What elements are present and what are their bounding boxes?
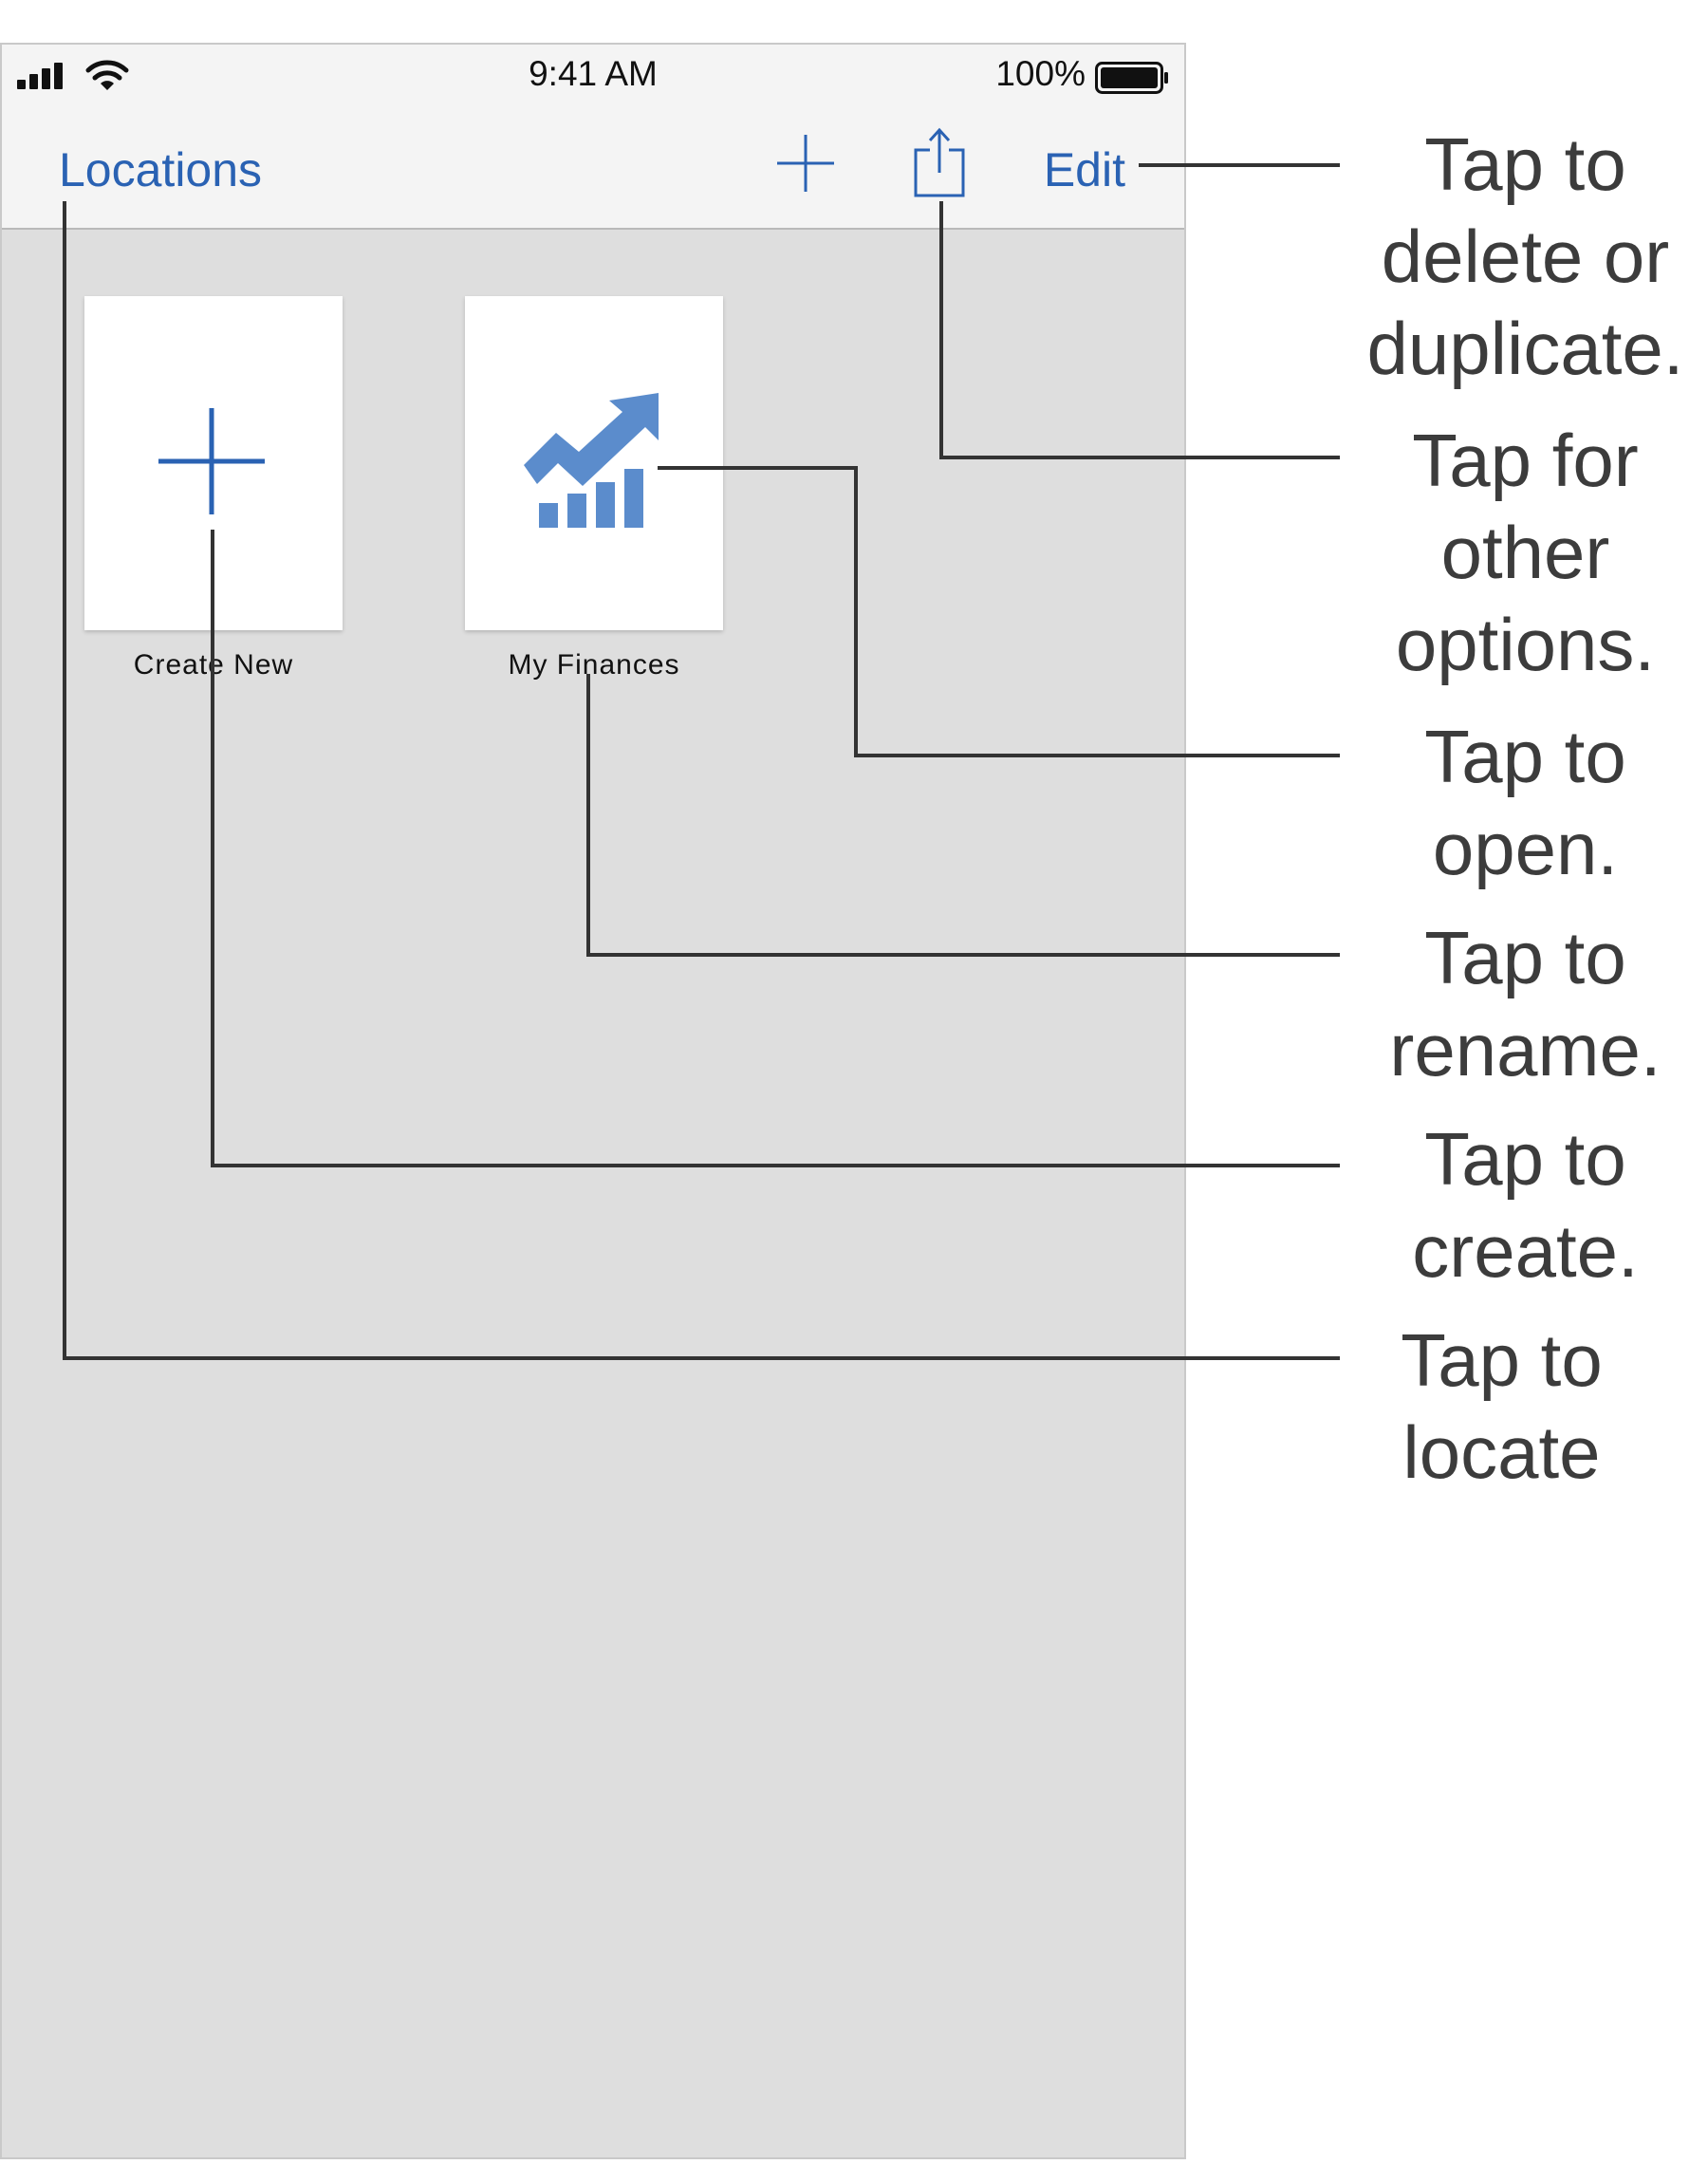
document-name[interactable]: Create New (133, 649, 294, 681)
my-finances-thumbnail[interactable] (465, 296, 723, 630)
locations-button[interactable]: Locations (59, 143, 263, 196)
plus-icon (158, 408, 265, 514)
battery-percentage: 100% (995, 54, 1086, 93)
create-new-thumbnail[interactable] (84, 296, 343, 630)
document-name[interactable]: My Finances (508, 649, 680, 681)
wifi-icon (85, 60, 129, 90)
my-finances-tile[interactable]: My Finances (465, 296, 723, 681)
navigation-bar: Locations Edit (2, 106, 1184, 230)
edit-button[interactable]: Edit (1043, 143, 1125, 196)
status-time: 9:41 AM (529, 54, 658, 93)
share-icon (914, 127, 965, 197)
add-document-button[interactable] (775, 133, 836, 194)
create-new-tile[interactable]: Create New (84, 296, 343, 681)
battery-icon (1095, 62, 1168, 94)
phone-screen: 9:41 AM 100% Locations Edit (0, 43, 1186, 2159)
status-bar: 9:41 AM 100% (2, 45, 1184, 106)
share-button[interactable] (913, 125, 966, 201)
chart-icon (524, 393, 659, 528)
signal-icon (17, 61, 66, 89)
